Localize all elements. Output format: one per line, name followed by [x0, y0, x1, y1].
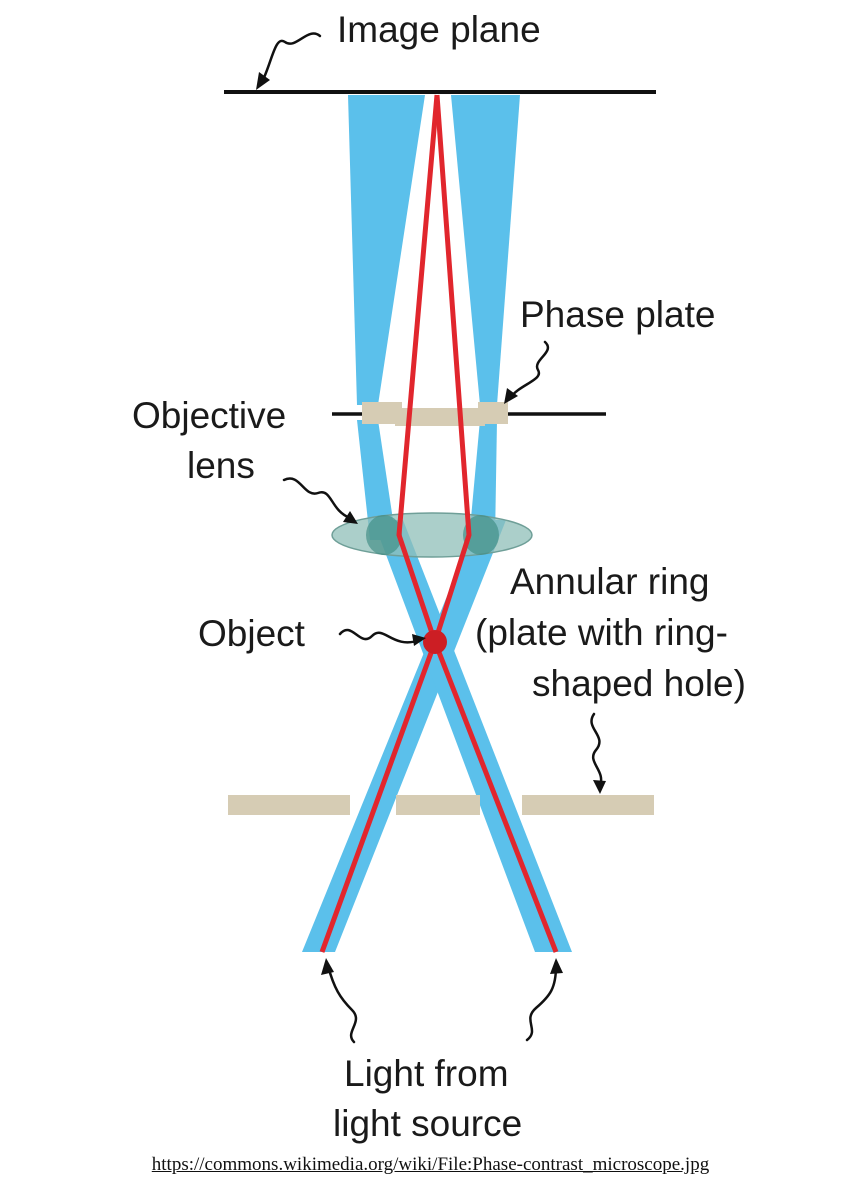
- mid-left-light-beam: [357, 420, 396, 540]
- phase-plate-label: Phase plate: [520, 294, 715, 335]
- light-right-pointer: [525, 964, 558, 1042]
- light-right-arrowhead: [550, 958, 563, 974]
- objective-lens-arrowhead: [343, 511, 358, 524]
- upper-right-light-cone: [451, 95, 520, 405]
- red-ray-right: [432, 94, 559, 953]
- source-url-link[interactable]: https://commons.wikimedia.org/wiki/File:…: [151, 1154, 710, 1175]
- annular-ring-pointer: [590, 712, 603, 788]
- annular-ring-label-line2: (plate with ring-: [475, 612, 728, 653]
- upper-left-light-cone: [348, 95, 425, 405]
- annular-ring-label-line3: shaped hole): [532, 663, 746, 704]
- image-plane-label: Image plane: [337, 9, 541, 50]
- annular-ring-plate-left: [228, 795, 350, 815]
- left-light-beam: [302, 520, 506, 952]
- annular-ring-plate-center: [396, 795, 480, 815]
- annular-ring-arrowhead: [593, 780, 606, 794]
- light-source-label-line2: light source: [333, 1103, 522, 1144]
- image-plane-pointer: [260, 32, 322, 84]
- objective-lens: [331, 512, 533, 558]
- object-arrowhead: [412, 634, 426, 646]
- light-left-pointer: [326, 964, 358, 1044]
- phase-plate-left-part: [362, 402, 402, 424]
- object-dot: [423, 630, 447, 654]
- objective-lens-label-line1: Objective: [132, 395, 286, 436]
- mid-right-light-beam: [469, 420, 497, 540]
- light-left-arrowhead: [321, 958, 334, 975]
- phase-plate-right-part: [478, 402, 508, 424]
- light-source-label-line1: Light from: [344, 1053, 509, 1094]
- phase-plate-arrowhead: [504, 388, 518, 404]
- objective-lens-pointer: [282, 477, 352, 520]
- objective-lens-right-beam-zone: [463, 515, 499, 555]
- objective-lens-label-line2: lens: [187, 445, 255, 486]
- object-label: Object: [198, 613, 306, 654]
- phase-plate-pointer: [508, 340, 549, 400]
- annular-ring-label-line1: Annular ring: [510, 561, 710, 602]
- annular-ring-plate-right: [522, 795, 654, 815]
- image-plane-arrowhead: [256, 72, 270, 90]
- objective-lens-left-beam-zone: [366, 515, 402, 555]
- object-pointer: [338, 628, 422, 644]
- red-ray-left: [319, 94, 440, 953]
